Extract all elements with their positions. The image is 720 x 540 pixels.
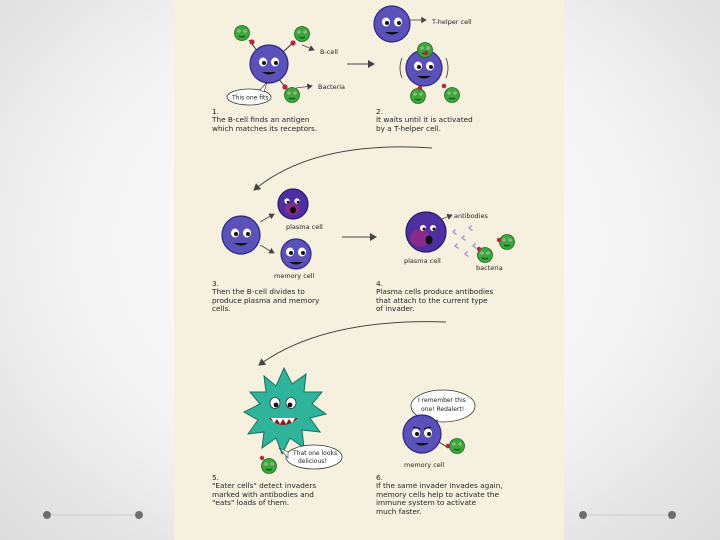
caption-line: Then the B-cell divides to — [212, 287, 305, 297]
caption-line: by a T-helper cell. — [376, 123, 441, 133]
plasma-cell-icon — [405, 211, 447, 253]
pointer-arrow — [441, 213, 453, 220]
antigen-icon — [445, 443, 451, 449]
antigen-icon — [476, 237, 502, 252]
thelper-label: T-helper cell — [431, 18, 472, 26]
memory-cell-label: memory cell — [274, 272, 315, 280]
step-number: 1. — [212, 107, 219, 116]
bacteria-icon — [449, 438, 465, 454]
bcell-icon — [221, 215, 261, 255]
panel-6-memory-cell: I remember this one! Redalert! memory ce… — [402, 389, 476, 469]
thelper-cell-icon — [373, 5, 411, 43]
caption-line: It waits until it is activated — [376, 115, 473, 125]
caption-line: The B-cell finds an antigen — [212, 115, 310, 125]
memory-cell-icon — [280, 238, 312, 270]
caption-line: produce plasma and memory — [212, 295, 320, 305]
step-number: 4. — [376, 279, 383, 288]
step-number: 3. — [212, 279, 219, 288]
plasma-cell-label: plasma cell — [286, 223, 323, 231]
immune-response-diagram: B-cell Bacteria This one fits T-helper c… — [174, 0, 564, 540]
bubble-text: That one looks — [292, 450, 337, 457]
speech-bubble: That one looks delicious! — [278, 444, 343, 470]
antibodies-label: antibodies — [454, 212, 488, 220]
receptor-icon — [438, 441, 448, 448]
step-number: 5. — [212, 473, 219, 482]
bubble-text: I remember this — [418, 397, 466, 404]
slide-dot — [43, 511, 51, 519]
caption-line: Plasma cells produce antibodies — [376, 287, 494, 297]
diagram-artwork: B-cell Bacteria This one fits T-helper c… — [221, 5, 515, 474]
panel-1-bcell-finds-antigen: B-cell Bacteria This one fits — [226, 25, 345, 106]
caption-step-2: 2. It waits until it is activated by a T… — [376, 107, 473, 133]
pointer-arrow — [295, 83, 313, 90]
plasma-cell-icon — [277, 188, 309, 220]
step-arrow — [258, 321, 447, 366]
eater-cell-icon — [242, 366, 328, 456]
panel-3-bcell-divides: plasma cell memory cell — [221, 188, 323, 280]
caption-line: much faster. — [376, 506, 422, 516]
caption-line: marked with antibodies and — [212, 489, 314, 499]
bacteria-label: bacteria — [476, 264, 503, 272]
caption-line: immune system to activate — [376, 498, 477, 508]
slide-dot — [579, 511, 587, 519]
caption-line: "eats" loads of them. — [212, 498, 290, 508]
bcell-icon — [249, 44, 289, 84]
step-arrow — [259, 244, 275, 254]
caption-step-6: 6. If the same invader invades again, me… — [376, 473, 503, 516]
step-arrow — [253, 146, 433, 191]
caption-step-1: 1. The B-cell finds an antigen which mat… — [212, 107, 318, 133]
slide-dot — [668, 511, 676, 519]
bubble-text: delicious! — [298, 458, 327, 465]
antibody-icon — [452, 225, 477, 257]
memory-cell-label: memory cell — [404, 461, 445, 469]
speech-bubble: This one fits — [226, 81, 272, 106]
caption-step-4: 4. Plasma cells produce antibodies that … — [376, 279, 494, 314]
caption-step-3: 3. Then the B-cell divides to produce pl… — [212, 279, 320, 314]
panel-4-plasma-antibodies: antibodies plasma cell bacteria — [404, 211, 515, 272]
bacteria-label: Bacteria — [318, 83, 345, 91]
caption-line: If the same invader invades again, — [376, 481, 503, 491]
caption-line: of invader. — [376, 304, 415, 314]
caption-line: that attach to the current type — [376, 295, 488, 305]
step-number: 6. — [376, 473, 383, 482]
caption-step-5: 5. "Eater cells" detect invaders marked … — [212, 473, 317, 508]
bubble-text: one! Redalert! — [421, 406, 464, 413]
bubble-text: This one fits — [231, 95, 269, 102]
bacteria-icon — [477, 234, 515, 263]
plasma-cell-label: plasma cell — [404, 257, 441, 265]
step-arrow — [259, 213, 275, 223]
bcell-label: B-cell — [320, 48, 338, 56]
bacteria-icon — [261, 458, 277, 474]
caption-line: memory cells help to activate the — [376, 489, 500, 499]
panel-2-thelper-activation: T-helper cell — [373, 5, 472, 104]
caption-line: which matches its receptors. — [212, 123, 318, 133]
step-number: 2. — [376, 107, 383, 116]
antigen-icon — [259, 455, 265, 461]
caption-line: "Eater cells" detect invaders — [212, 481, 317, 491]
antigen-icon — [249, 39, 296, 90]
memory-cell-icon — [402, 414, 442, 454]
panel-5-eater-cell: That one looks delicious! — [242, 366, 343, 474]
antigen-icon — [417, 50, 447, 91]
pointer-arrow — [301, 44, 315, 52]
caption-line: cells. — [212, 304, 231, 314]
slide-dot — [135, 511, 143, 519]
